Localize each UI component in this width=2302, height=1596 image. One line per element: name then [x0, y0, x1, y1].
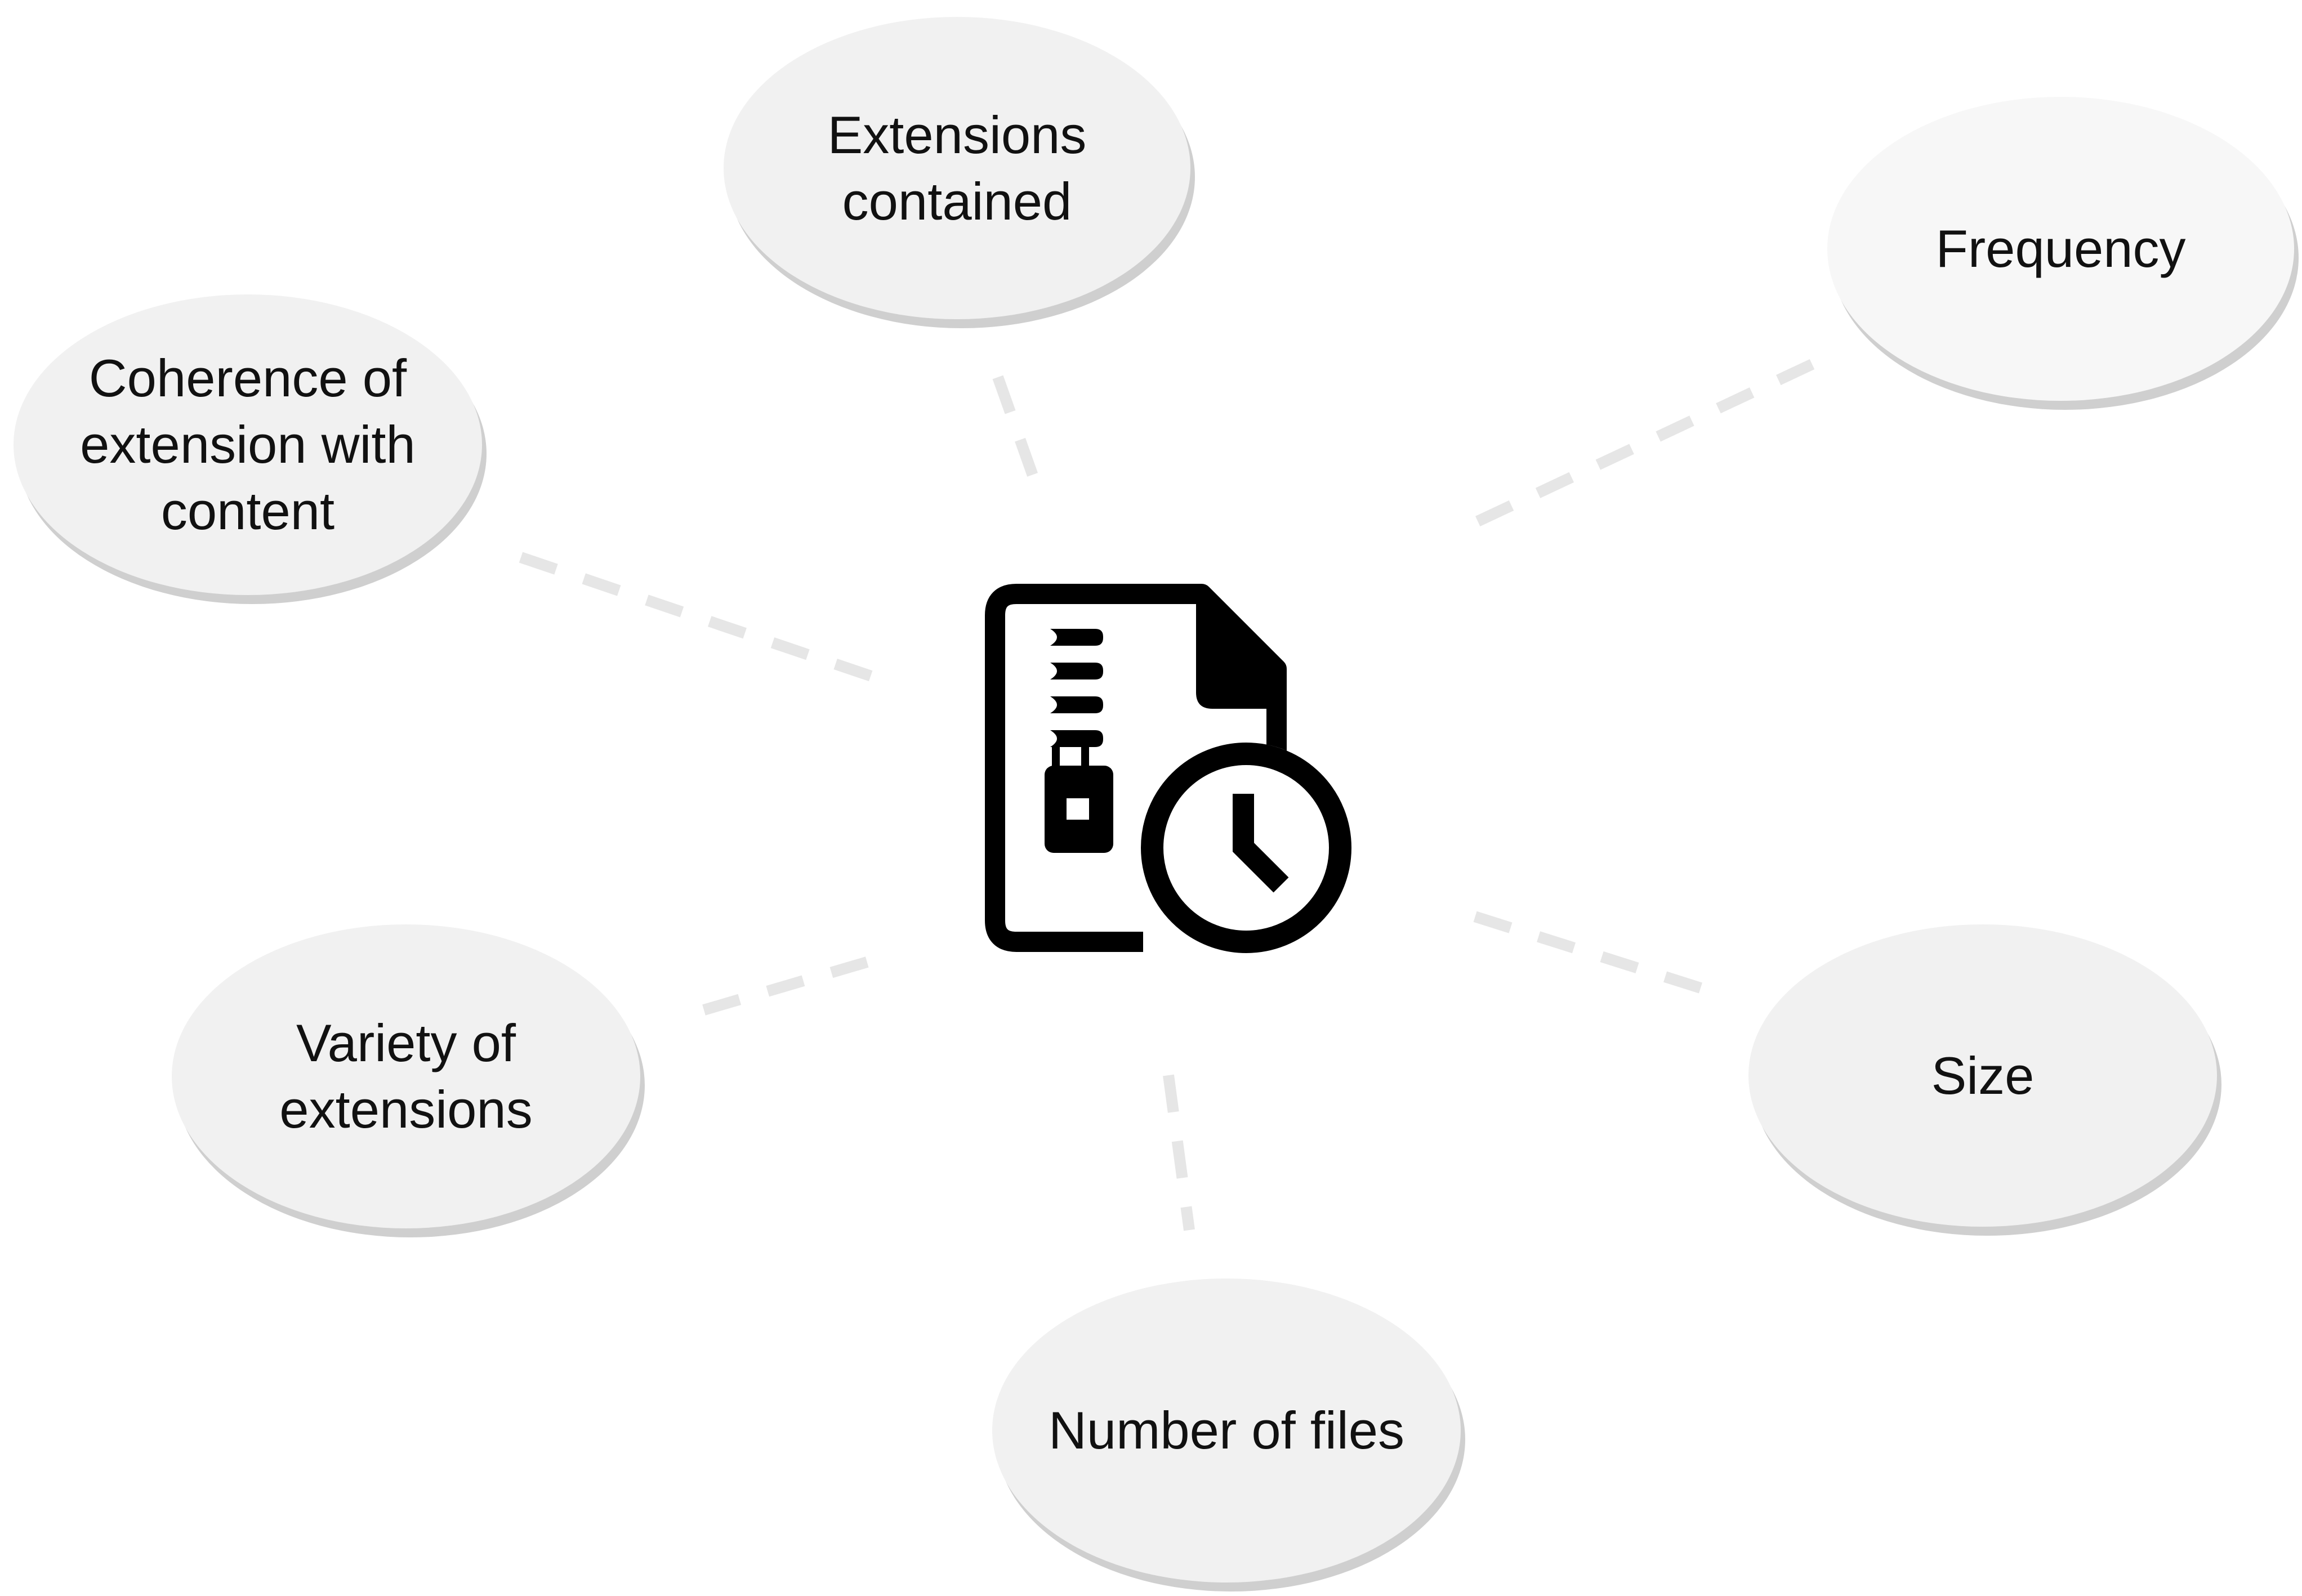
node-frequency: Frequency	[1827, 97, 2294, 401]
node-label: Size	[1931, 1045, 2035, 1105]
node-variety: Variety of extensions	[172, 924, 640, 1228]
connector-size	[1462, 907, 1703, 994]
connector-variety	[702, 954, 876, 1016]
connector-extensions-contained	[992, 375, 1040, 481]
connector-number-of-files	[1163, 1074, 1195, 1231]
connector-coherence	[519, 552, 877, 683]
connector-frequency	[1455, 359, 1815, 537]
node-coherence: Coherence of extension with content	[14, 294, 482, 595]
node-label: Extensions contained	[827, 105, 1087, 231]
node-extensions-contained: Extensions contained	[724, 17, 1190, 319]
node-label: Number of files	[1048, 1401, 1405, 1460]
node-label: Coherence of extension with content	[80, 348, 416, 540]
node-label: Frequency	[1935, 219, 2186, 278]
zip-file-clock-icon	[985, 584, 1351, 953]
node-label: Variety of extensions	[279, 1013, 533, 1139]
node-number-of-files: Number of files	[992, 1278, 1461, 1582]
node-size: Size	[1748, 924, 2217, 1227]
